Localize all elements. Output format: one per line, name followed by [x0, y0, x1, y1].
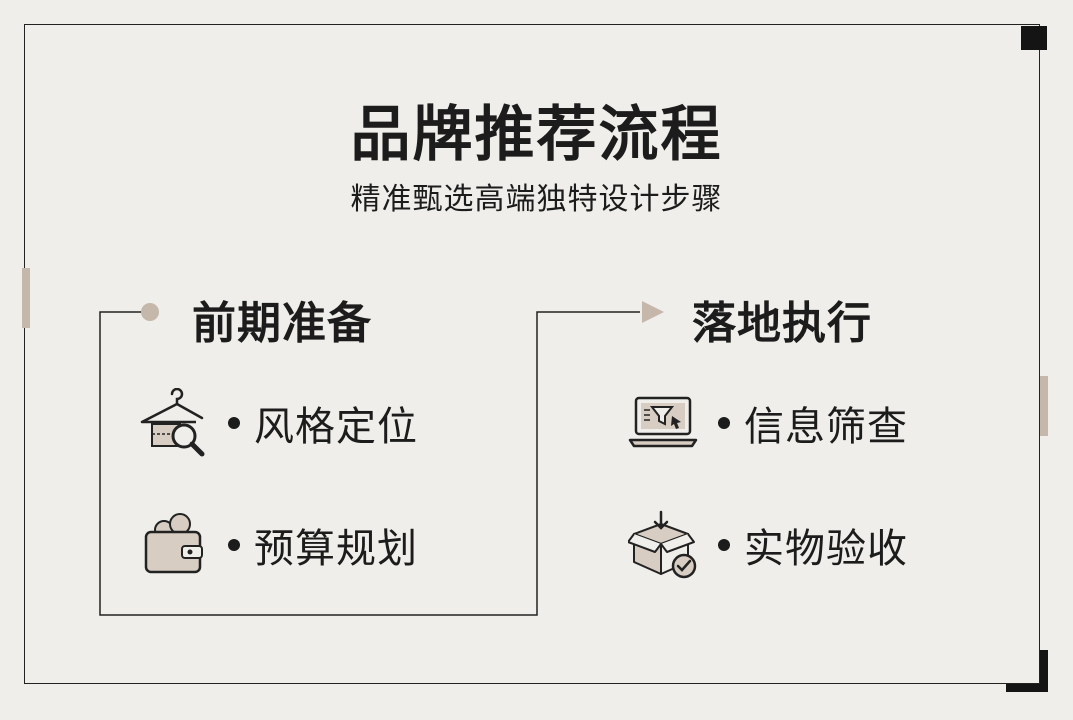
bullet-dot — [228, 417, 240, 429]
bullet-dot — [228, 539, 240, 551]
step-item-inspection: 实物验收 — [628, 510, 908, 580]
step-label: 实物验收 — [744, 526, 908, 572]
bullet-dot — [718, 417, 730, 429]
step-item-budget: 预算规划 — [138, 510, 418, 580]
box-check-icon — [628, 510, 697, 579]
flow-arrow-head — [642, 301, 664, 323]
step-item-style: 风格定位 — [138, 388, 418, 458]
bullet-dot — [718, 539, 730, 551]
wallet-coins-icon — [144, 513, 203, 574]
page-subtitle: 精准甄选高端独特设计步骤 — [350, 182, 723, 217]
hanger-magnifier-icon — [140, 388, 205, 457]
page-title: 品牌推荐流程 — [350, 100, 723, 170]
step-label: 信息筛查 — [744, 404, 908, 450]
corner-square-top-right — [1021, 26, 1047, 50]
flow-path — [99, 311, 640, 616]
right-edge-accent — [1040, 376, 1048, 436]
step-label: 风格定位 — [254, 404, 418, 450]
step-item-screening: 信息筛查 — [628, 388, 908, 458]
flow-start-dot — [141, 303, 159, 321]
left-edge-accent — [22, 268, 30, 328]
corner-bracket-bottom-right-h — [1006, 684, 1048, 692]
step-label: 预算规划 — [254, 526, 418, 572]
section-title-exec: 落地执行 — [692, 298, 872, 349]
section-title-prep: 前期准备 — [192, 298, 372, 349]
outer-frame — [24, 24, 1040, 684]
laptop-filter-icon — [628, 396, 698, 448]
corner-bracket-bottom-right-v — [1040, 650, 1048, 692]
